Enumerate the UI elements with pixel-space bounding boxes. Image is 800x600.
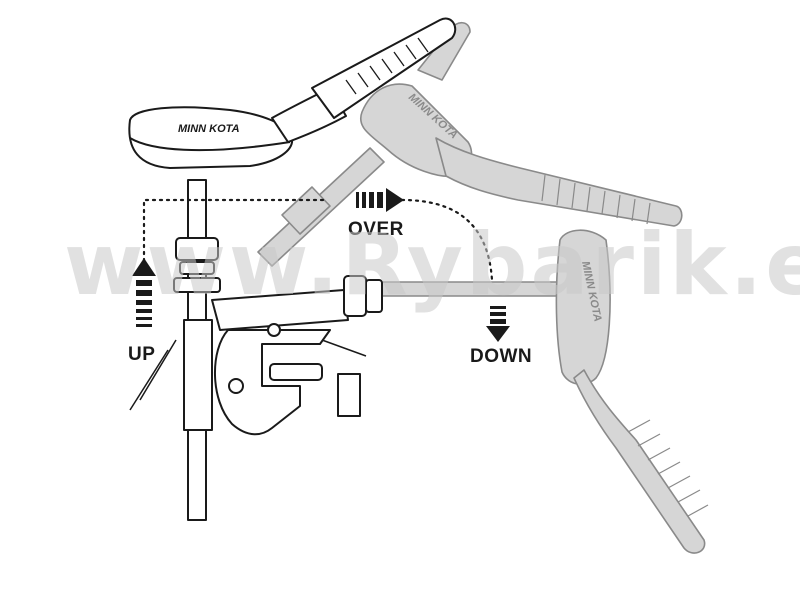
motion-paths [142,198,494,282]
down-arrow [486,306,510,342]
watermark-text: www.Rybarik.eu [64,215,800,315]
main-motor-brand-text: MINN KOTA [178,123,240,135]
main-motor-grip [345,37,429,95]
transom-lever [129,339,367,411]
transom-clamp [183,275,383,436]
up-label: UP [128,344,155,365]
up-arrow [132,258,156,327]
over-label: OVER [348,219,404,240]
ghost-motor-lower [359,229,709,554]
ghost-lower-grip [627,419,709,517]
main-motor [128,17,457,521]
ghost-motor-upper [257,21,683,267]
over-arrow [356,188,404,212]
ghost-upper-grip [541,174,651,225]
down-label: DOWN [470,346,532,367]
